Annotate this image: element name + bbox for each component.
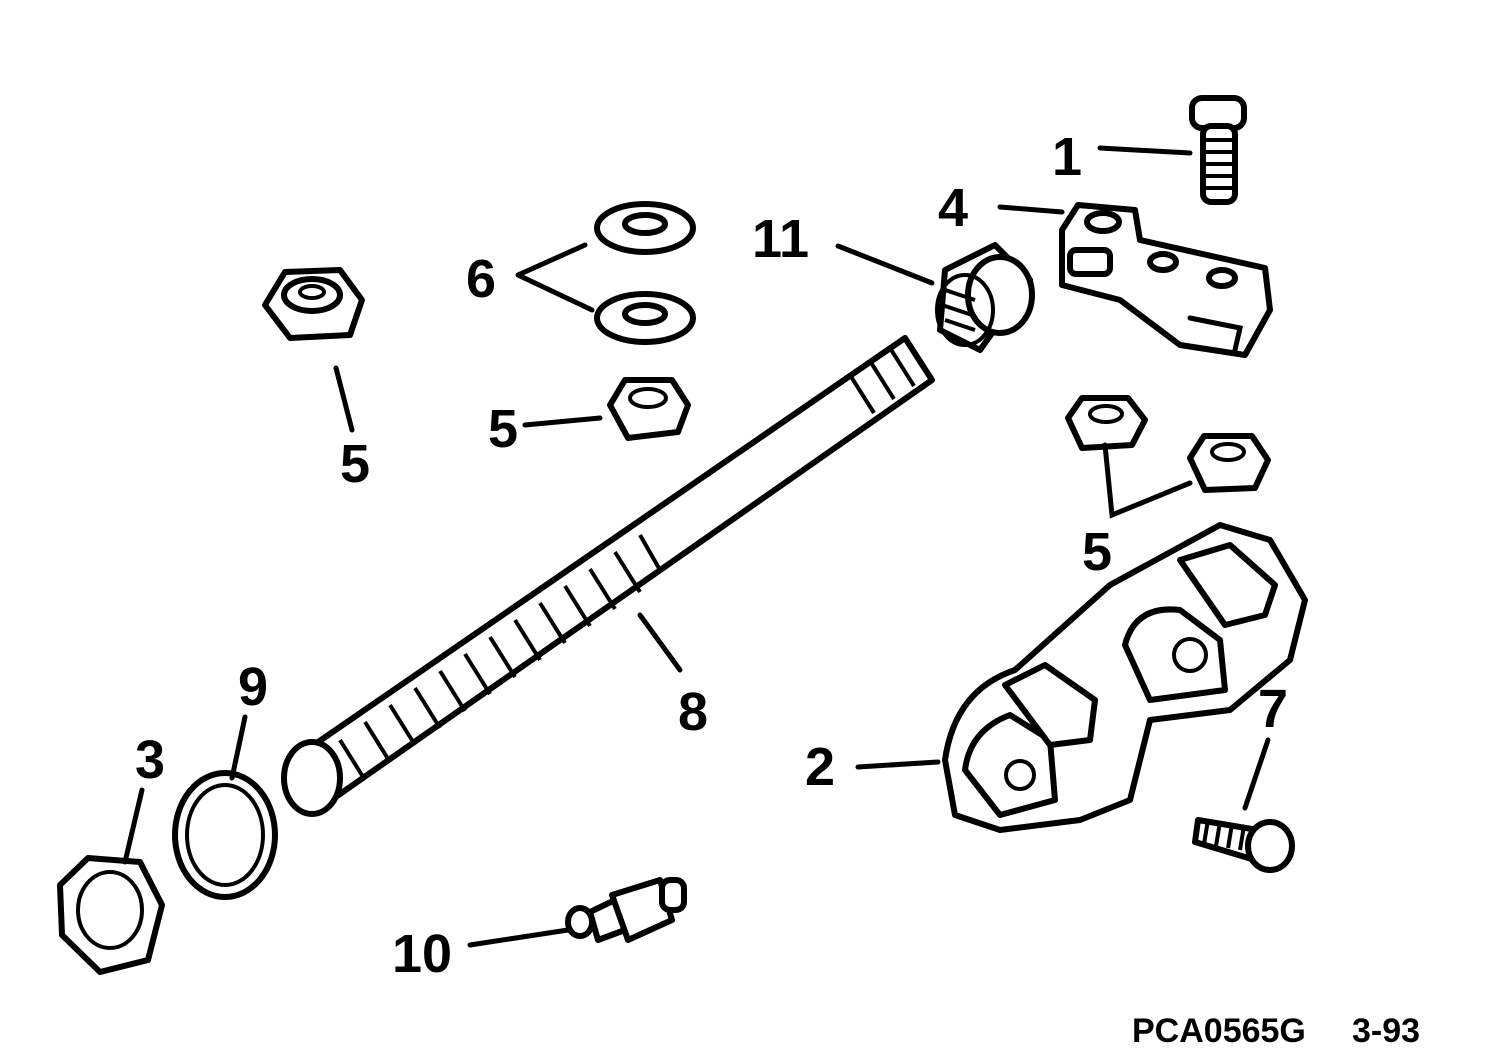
part-code: PCA0565G	[1132, 1012, 1306, 1050]
part-11-bushing	[935, 242, 1035, 353]
page-reference: 3-93	[1352, 1012, 1420, 1050]
leader-6	[515, 242, 595, 313]
part-5-nut-middle	[607, 377, 691, 441]
leader-9	[229, 714, 248, 781]
callout-11: 11	[752, 209, 809, 269]
callout-9: 9	[238, 657, 268, 717]
callout-10: 10	[392, 924, 452, 984]
callout-numbers: 1 4 11 6 5 5 5 8 9 3 10 2 7	[135, 127, 1288, 984]
leader-10	[467, 927, 571, 948]
part-5-nut-left	[262, 267, 365, 341]
part-5-nut-right-b	[1187, 433, 1271, 493]
leader-2	[855, 759, 941, 770]
leader-1	[1097, 145, 1193, 156]
callout-5-right: 5	[1082, 522, 1112, 582]
callout-6: 6	[466, 249, 496, 309]
part-1-bolt	[1189, 95, 1247, 205]
part-8-threaded-rod	[281, 335, 935, 817]
part-3-hex-nut	[57, 855, 165, 975]
part-5-nut-right-a	[1065, 395, 1148, 451]
part-9-o-ring	[172, 770, 278, 900]
callout-5-left: 5	[340, 434, 370, 494]
leader-3	[122, 787, 145, 865]
callout-5-middle: 5	[488, 399, 518, 459]
callout-1: 1	[1052, 127, 1082, 187]
callout-7: 7	[1258, 679, 1288, 739]
part-7-screw	[1192, 817, 1295, 873]
leader-11	[835, 243, 935, 286]
callout-8: 8	[678, 682, 708, 742]
leader-8	[637, 612, 683, 673]
leader-5c	[1102, 442, 1193, 519]
leader-4	[997, 204, 1065, 215]
part-10-grease-fitting	[565, 877, 687, 943]
callout-3: 3	[135, 730, 165, 790]
callout-4: 4	[938, 178, 968, 238]
part-2-yoke	[942, 522, 1308, 833]
part-6-washers	[594, 201, 696, 345]
footer-reference: PCA0565G 3-93	[1132, 1012, 1420, 1050]
leader-lines	[122, 145, 1271, 948]
leader-5b	[522, 415, 603, 428]
leader-5a	[333, 365, 355, 433]
callout-2: 2	[805, 737, 835, 797]
leader-7	[1242, 737, 1271, 811]
part-4-bracket	[1059, 202, 1273, 358]
